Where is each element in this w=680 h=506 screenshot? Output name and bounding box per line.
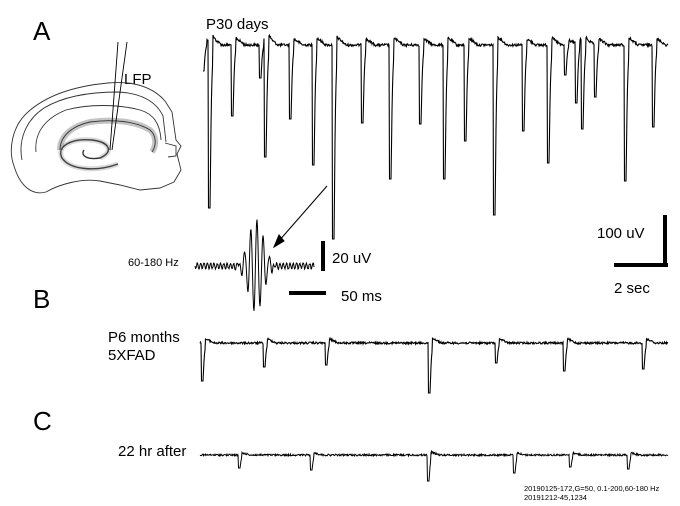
time-scale-bar — [614, 263, 668, 267]
band-filter-label: 60-180 Hz — [128, 257, 179, 269]
inset-amplitude-scale-bar — [321, 241, 325, 271]
slice-outline — [10, 82, 182, 194]
time-scale-label: 2 sec — [614, 280, 650, 297]
after-lfp-trace — [199, 449, 669, 482]
ripple-inset-trace — [194, 219, 315, 311]
hippocampus-slice-drawing — [10, 82, 182, 194]
slice-inner-boundary — [20, 91, 167, 161]
inset-amplitude-scale-label: 20 uV — [332, 250, 372, 267]
zoom-arrow — [272, 185, 328, 249]
lfp-electrode — [109, 41, 128, 151]
recording-footnote-line2: 20191212-45,1234 — [524, 493, 587, 502]
panel-label-c: C — [33, 406, 52, 436]
cell-layer-line — [59, 120, 156, 153]
after-trace-label: 22 hr after — [118, 443, 187, 460]
p6-lfp-trace — [199, 336, 669, 394]
p6-trace-label-line2: 5XFAD — [108, 347, 156, 364]
inset-time-scale-bar — [289, 291, 326, 295]
ca-layer-line — [35, 105, 162, 153]
dentate-gyrus-shade — [58, 137, 119, 172]
panel-label-b: B — [33, 284, 51, 314]
amplitude-scale-bar — [663, 215, 667, 266]
p30-trace-label: P30 days — [206, 16, 269, 33]
panel-label-a: A — [33, 16, 51, 46]
trace-layer — [194, 33, 669, 482]
recording-footnote-line1: 20190125-172,G=50, 0.1-200,60-180 Hz — [524, 484, 660, 493]
inset-time-scale-label: 50 ms — [341, 288, 382, 305]
slice-right-edge — [164, 142, 177, 158]
amplitude-scale-label: 100 uV — [597, 225, 645, 242]
dentate-gyrus — [60, 139, 119, 170]
p6-trace-label-line1: P6 months — [108, 329, 180, 346]
p30-lfp-trace — [203, 33, 669, 240]
